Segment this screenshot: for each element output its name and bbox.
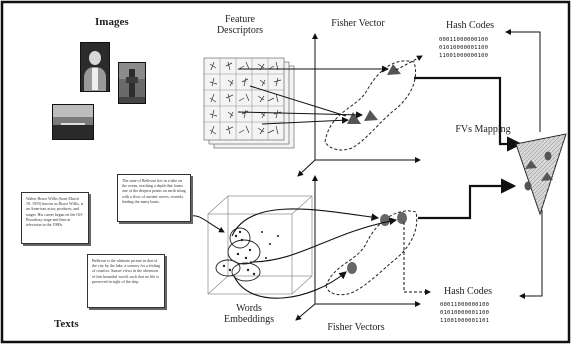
fv-point-bottom-1 [380,214,390,226]
landscape-photo [52,104,94,140]
fv-to-hash-bottom [404,222,430,292]
words-embeddings-label: Words Embeddings [214,303,284,325]
fisher-manifold-top [325,61,416,150]
fisher-vector-axes-top [298,34,420,176]
fisher-vectors-bottom-label: Fisher Vectors [316,322,396,333]
statue-photo [118,62,146,104]
fv-point-top-3 [347,112,361,124]
hash-code-top-1: 00011000000100 [439,36,488,44]
text-card-2-content: The state of Bellevue lies in a lake on … [122,178,186,204]
feature-descriptors-label: Feature Descriptors [210,14,270,36]
hash-code-top-2: 01010000001100 [439,44,488,52]
texts-title: Texts [54,318,79,330]
feature-descriptor-grid [204,58,294,148]
word-embedding-box [208,196,312,294]
fv-mapping-label: FVs Mapping [446,124,520,135]
hash-code-bottom-3: 11001000001101 [440,317,489,325]
fv-point-top-2 [364,110,378,121]
text-card-1-content: Walter Bruce Willis (born March 19, 1955… [26,196,83,227]
hash-code-bottom-1: 00011000000100 [440,301,489,309]
portrait-photo [80,42,110,92]
fisher-vector-top-label: Fisher Vector [323,18,393,29]
fv-to-hash-top [396,56,422,70]
fv-point-bottom-3 [347,262,357,274]
hash-code-bottom-2: 01010000001100 [440,309,489,317]
text-card-3: Bellevue is the ultimate picture in that… [87,254,165,308]
fv-point-bottom-2 [397,212,407,224]
text-to-embedding-arrow [191,216,224,232]
text-card-1: Walter Bruce Willis (born March 19, 1955… [21,192,89,244]
hash-code-top-3: 11001000000100 [439,52,488,60]
text-card-3-content: Bellevue is the ultimate picture in that… [92,258,160,284]
hash-codes-top-title: Hash Codes [436,20,504,31]
embedding-to-fv-arrows [232,209,396,298]
hash-codes-bottom-title: Hash Codes [434,286,502,297]
fisher-vector-axes-bottom [296,176,420,320]
mapping-arrows [414,78,520,218]
text-card-2: The state of Bellevue lies in a lake on … [117,174,191,222]
images-title: Images [95,16,129,28]
